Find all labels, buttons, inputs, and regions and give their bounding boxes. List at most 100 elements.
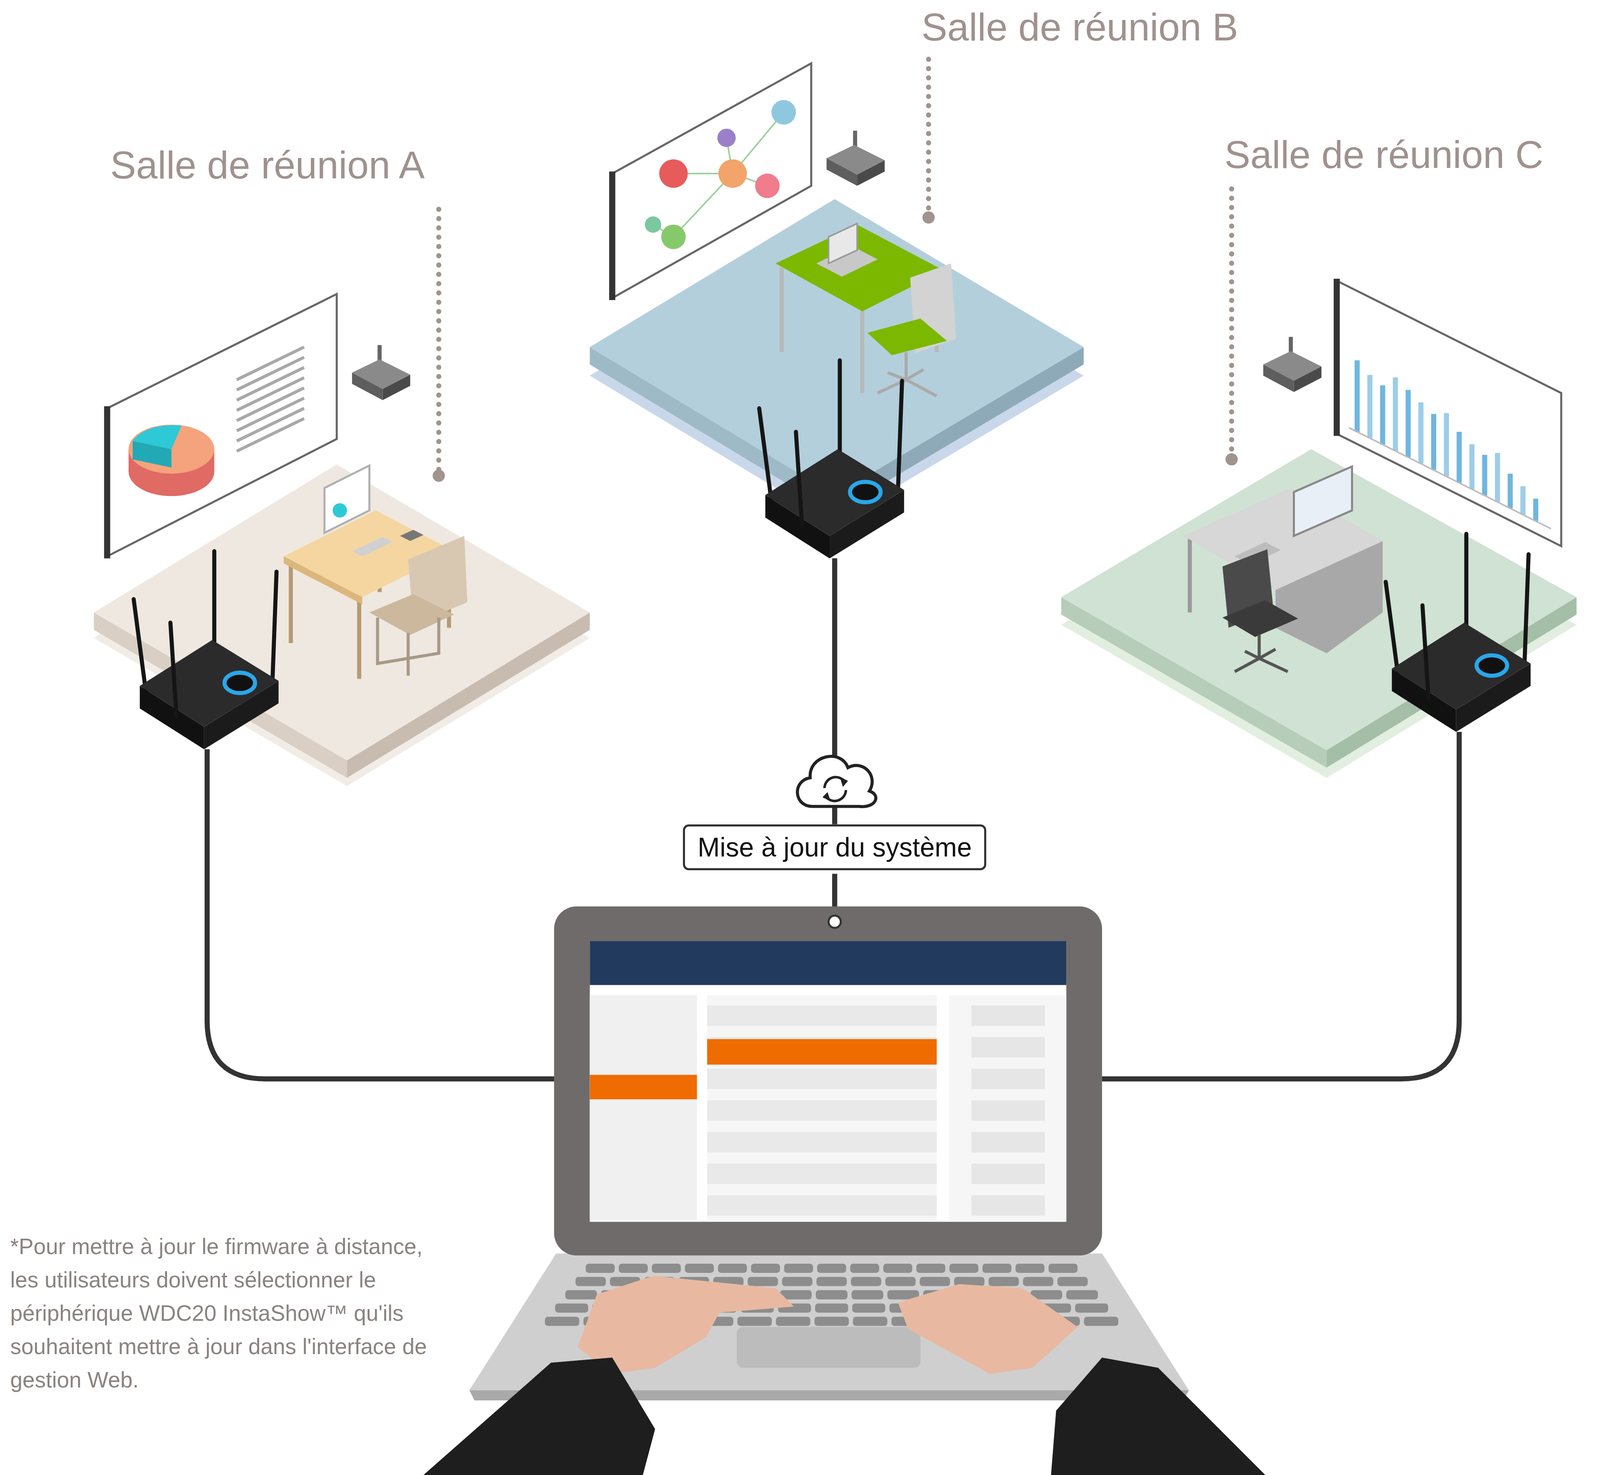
keyboard — [555, 1302, 588, 1313]
room-c-floor — [1061, 597, 1327, 768]
leader-line — [1229, 188, 1235, 455]
room-b-desk — [775, 223, 956, 396]
laptop — [469, 1252, 1190, 1390]
room-c-desk — [1234, 542, 1281, 565]
laptop — [707, 1038, 937, 1065]
room-b-screen — [612, 63, 812, 300]
bar-chart — [1367, 375, 1373, 439]
room-a-screen — [236, 367, 305, 400]
room-b-screen — [732, 173, 768, 186]
keyboard — [851, 1290, 884, 1300]
room-a-floor — [93, 612, 347, 778]
keyboard — [737, 1316, 773, 1326]
keyboard — [982, 1263, 1012, 1273]
laptop — [469, 906, 1190, 1400]
leader-dot — [432, 211, 1238, 482]
projector — [826, 158, 858, 186]
room-b-screen — [755, 173, 780, 198]
keyboard — [601, 1290, 633, 1300]
keyboard — [618, 1263, 648, 1273]
projector — [1263, 336, 1322, 392]
laptop — [554, 906, 1103, 1256]
room-a-desk — [352, 536, 393, 557]
network-cable — [832, 558, 838, 825]
keyboard — [816, 1276, 848, 1286]
screen-rows — [707, 1131, 937, 1153]
room-a-screen — [128, 449, 215, 472]
room-a-floor — [93, 464, 590, 786]
keyboard — [1083, 1316, 1119, 1326]
laptop — [828, 915, 841, 928]
room-a-screen — [107, 293, 337, 558]
room-c-floor — [1061, 449, 1577, 750]
keyboard — [651, 1263, 681, 1273]
keyboard — [780, 1290, 812, 1300]
cloud-sync-icon — [824, 777, 845, 788]
keyboard — [1048, 1263, 1078, 1273]
room-b-screen — [645, 216, 662, 233]
projector — [1293, 366, 1322, 392]
hands — [1050, 1357, 1265, 1475]
keyboard — [644, 1276, 675, 1286]
keyboard — [889, 1302, 923, 1313]
cloud-sync-icon — [797, 756, 876, 807]
bar-chart — [1495, 452, 1500, 503]
projector — [382, 374, 410, 400]
room-c-desk — [1257, 634, 1261, 658]
screen-rows — [707, 1005, 1045, 1215]
keyboard — [814, 1316, 850, 1326]
room-c-screen — [1336, 280, 1562, 547]
cloud-sync-icon — [840, 776, 849, 787]
screen-rows — [707, 1036, 937, 1058]
screen-rows — [707, 1005, 937, 1026]
keyboard — [583, 1316, 618, 1326]
room-zone: Salle de réunion C — [1059, 127, 1585, 771]
bar-chart — [1456, 431, 1462, 483]
room-a-screen — [236, 357, 305, 390]
keyboard — [1057, 1276, 1088, 1286]
bar-chart — [1431, 413, 1437, 470]
screen-rows — [707, 1163, 937, 1184]
room-c-screen — [1333, 278, 1340, 436]
room-b-desk — [877, 379, 937, 396]
keyboard — [747, 1276, 778, 1286]
status-box: Mise à jour du système — [682, 824, 987, 870]
network-cable — [832, 873, 838, 908]
room-a-desk — [290, 515, 450, 679]
leader-line — [925, 59, 931, 213]
room-a-screen — [236, 347, 305, 380]
bar-chart — [1443, 412, 1449, 477]
room-c-floor — [1061, 449, 1577, 778]
screen-rows — [707, 1068, 937, 1089]
keyboard — [988, 1276, 1020, 1286]
keyboard — [1022, 1276, 1054, 1286]
keyboard — [622, 1316, 657, 1326]
room-a-desk — [377, 617, 439, 664]
bar-chart — [1349, 427, 1552, 529]
room-a-screen — [236, 397, 305, 431]
room-label: Salle de réunion A — [110, 142, 425, 188]
room-b-desk — [860, 308, 865, 393]
keyboard — [815, 1290, 848, 1300]
room-b-screen — [732, 112, 784, 174]
room-a-floor — [93, 490, 590, 786]
room-b-desk — [779, 267, 784, 353]
keyboard — [750, 1263, 780, 1273]
room-a-desk — [283, 510, 455, 598]
wireless-receiver — [133, 551, 279, 750]
room-label: Salle de réunion C — [1224, 132, 1544, 178]
projector — [352, 372, 383, 400]
room-b-screen — [652, 224, 674, 237]
laptop — [590, 995, 698, 1220]
room-b-screen — [771, 100, 796, 125]
keyboard — [1007, 1316, 1042, 1326]
room-b-desk — [904, 352, 908, 380]
room-c-desk — [1234, 658, 1288, 672]
hands — [423, 1275, 1265, 1475]
footnote: *Pour mettre à jour le firmware à distan… — [10, 1229, 449, 1397]
cloud-sync-icon — [825, 790, 846, 801]
keyboard — [930, 1316, 965, 1326]
bar-chart — [1520, 485, 1526, 515]
network-cable — [207, 731, 1460, 1079]
